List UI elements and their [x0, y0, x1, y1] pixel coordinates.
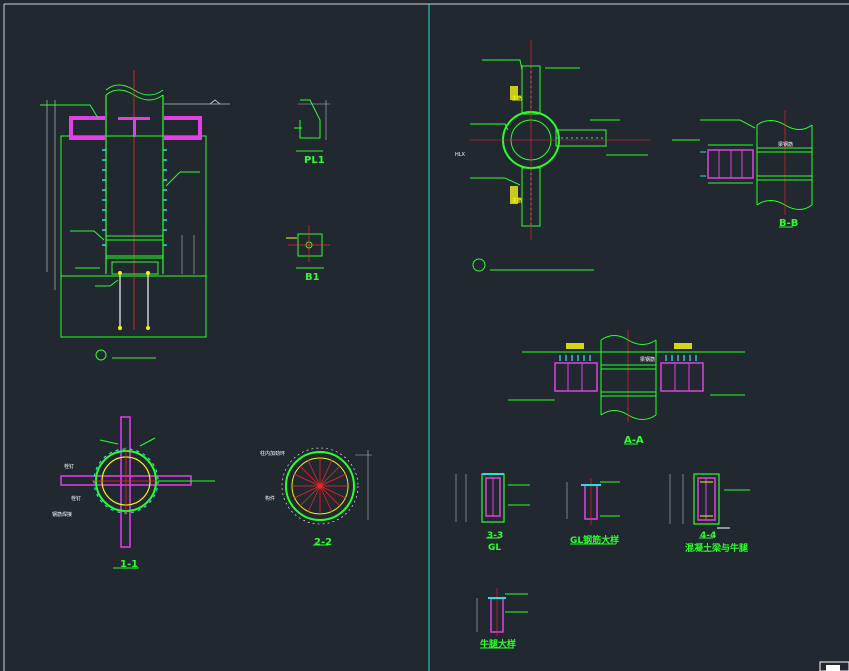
label-b-b: B-B	[779, 218, 798, 229]
note-1-1-b: 栓钉	[71, 495, 81, 502]
section-2-2	[281, 447, 372, 546]
detail-pl1	[294, 99, 330, 152]
detail-b1	[286, 225, 330, 269]
sub-3-3: GL	[488, 543, 501, 553]
label-a-a: A-A	[624, 435, 644, 446]
section-4-4	[669, 473, 750, 539]
note-2-2-a: 柱内加劲环	[260, 450, 285, 457]
note-plan-a: HLX	[455, 152, 466, 158]
plan-column-beams	[470, 40, 650, 272]
note-bb-a: 梁钢筋	[778, 141, 793, 148]
label-4-4: 4-4	[700, 531, 716, 541]
sub-4-4: 混凝土梁与牛腿	[685, 542, 749, 554]
label-gl-rebar: GL钢筋大样	[570, 534, 619, 546]
detail-corbel	[476, 588, 528, 649]
note-plan-c: 主筋	[512, 197, 522, 204]
note-plan-b: 主筋	[512, 95, 522, 102]
label-corbel: 牛腿大样	[480, 638, 516, 650]
title-block-corner	[819, 661, 849, 671]
section-b-b	[672, 110, 813, 228]
label-b1: B1	[305, 272, 320, 283]
note-2-2-b: 构件	[265, 495, 275, 502]
section-1-1	[60, 416, 215, 569]
label-2-2: 2-2	[314, 537, 332, 548]
title-block-mark	[826, 665, 840, 671]
detail-gl-rebar	[566, 478, 620, 545]
label-pl1: PL1	[304, 155, 325, 166]
note-1-1-c: 钢筋焊接	[52, 511, 72, 518]
note-aa-a: 梁钢筋	[640, 356, 655, 363]
section-a-a	[508, 330, 745, 445]
note-1-1-a: 栓钉	[64, 463, 74, 470]
column-elevation	[40, 70, 230, 361]
label-1-1: 1-1	[120, 559, 138, 570]
label-3-3: 3-3	[487, 531, 503, 541]
section-3-3	[455, 473, 530, 539]
